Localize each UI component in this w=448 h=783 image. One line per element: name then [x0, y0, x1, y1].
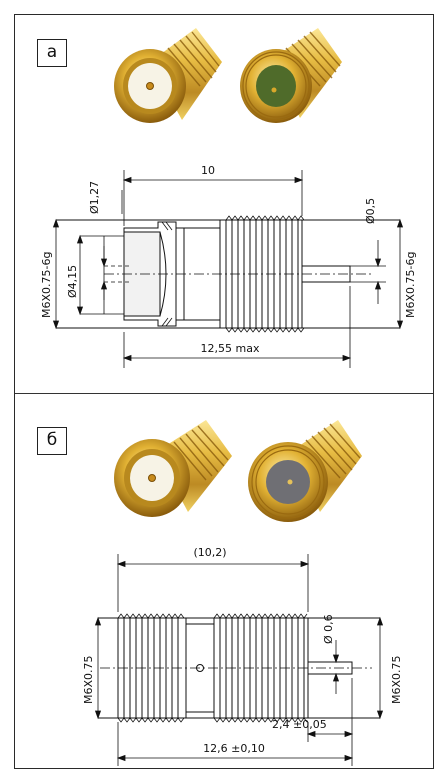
panel-a-photo-jack-face: [114, 28, 222, 123]
panel-separator: [15, 393, 433, 394]
dim-a-thread-right: M6X0.75-6g: [404, 252, 417, 318]
dim-a-thread-left: M6X0.75-6g: [40, 252, 53, 318]
panel-b-label: б: [37, 427, 67, 455]
dim-a-length-top: 10: [201, 164, 215, 177]
dim-b-thread-right: M6X0.75: [390, 655, 403, 704]
dim-b-total-length: 12,6 ±0,10: [203, 742, 265, 755]
panel-a-photo-plug-face: [240, 28, 342, 123]
panel-b-photo-plug-face: [248, 420, 362, 522]
dim-a-pin-dia: Ø1,27: [88, 181, 101, 214]
dim-b-pin-out-dia: Ø 0,6: [322, 614, 335, 644]
panel-b-photo-jack-face: [114, 420, 232, 517]
panel-a-dimensions: 10 12,55 max Ø1,27 Ø4,15 M6X0.75-6g Ø0,5…: [40, 164, 417, 368]
panel-a-label: а: [37, 39, 67, 67]
panel-b-drawing: [98, 613, 380, 723]
dim-b-thread-left: M6X0.75: [82, 655, 95, 704]
dim-b-pin-length: 2,4 ±0,05: [272, 718, 327, 731]
figure-frame: а б: [14, 14, 434, 769]
panel-a-drawing: [56, 215, 400, 333]
panel-b-dimensions: (10,2) M6X0.75 M6X0.75 Ø 0,6 2,4 ±0,05 1…: [82, 546, 403, 766]
dim-b-length-top: (10,2): [193, 546, 226, 559]
dim-a-bore-dia: Ø4,15: [66, 265, 79, 298]
dim-a-total-length: 12,55 max: [201, 342, 260, 355]
dim-a-pin-out-dia: Ø0,5: [364, 198, 377, 224]
